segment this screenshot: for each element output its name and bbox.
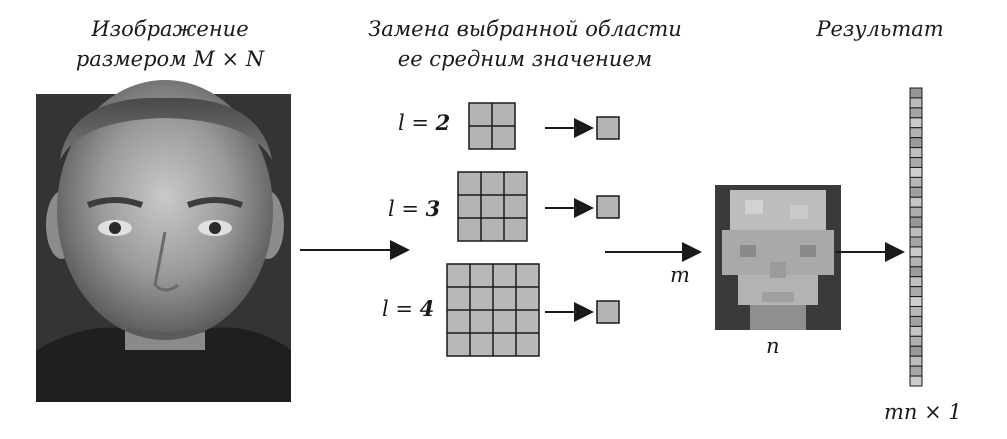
vector-cell	[909, 266, 923, 278]
block-label-l2-num: 2	[435, 110, 451, 135]
block-label-l4: l = 4	[382, 296, 434, 321]
block-grid-l2	[468, 102, 516, 150]
vector-cell	[909, 226, 923, 238]
result-caption: Результат	[816, 17, 944, 41]
block-label-l2-var: l =	[398, 111, 436, 135]
vector-cell	[909, 325, 923, 337]
block-label-l3-var: l =	[388, 197, 426, 221]
block-label-l2: l = 2	[398, 110, 450, 135]
vector-cell	[909, 186, 923, 198]
reduced-image	[715, 185, 841, 330]
vector-cell	[909, 97, 923, 109]
vector-cell	[909, 107, 923, 119]
height-label-n: n	[766, 334, 780, 358]
result-vector	[909, 87, 923, 387]
width-label-m: m	[670, 263, 690, 287]
vector-cell	[909, 246, 923, 258]
vector-cell	[909, 276, 923, 288]
average-cell-l3	[596, 195, 620, 219]
block-label-l4-num: 4	[419, 296, 435, 321]
vector-cell	[909, 137, 923, 149]
vector-cell	[909, 335, 923, 347]
input-caption-line-2: размером M × N	[75, 47, 265, 71]
input-caption-line-1: Изображение	[91, 17, 249, 41]
vector-cell	[909, 256, 923, 268]
process-caption-line-2: ее средним значением	[397, 47, 653, 71]
vector-cell	[909, 216, 923, 228]
vector-cell	[909, 157, 923, 168]
vector-cell	[909, 375, 923, 387]
vector-cell	[909, 176, 923, 188]
vector-cell	[909, 345, 923, 357]
vector-cell	[909, 365, 923, 377]
block-label-l4-var: l =	[382, 297, 420, 321]
input-image-caption: Изображение размером M × N	[60, 14, 280, 74]
block-label-l3-num: 3	[425, 196, 441, 221]
block-grid-l3	[457, 171, 528, 242]
vector-cell	[909, 286, 923, 298]
block-grid-l4	[446, 263, 540, 357]
vector-cell	[909, 147, 923, 159]
vector-cell	[909, 355, 923, 367]
input-face-image	[36, 80, 291, 402]
vector-cell	[909, 296, 923, 308]
vector-size-label: mn × 1	[884, 400, 962, 424]
process-caption: Замена выбранной области ее средним знач…	[345, 14, 705, 74]
vector-cell	[909, 127, 923, 139]
vector-cell	[909, 236, 923, 248]
vector-cell	[909, 196, 923, 208]
average-cell-l4	[596, 300, 620, 324]
vector-cell	[909, 206, 923, 218]
vector-cell	[909, 315, 923, 327]
vector-cell	[909, 166, 923, 178]
average-cell-l2	[596, 116, 620, 140]
vector-cell	[909, 87, 923, 99]
vector-cell	[909, 306, 923, 317]
block-label-l3: l = 3	[388, 196, 440, 221]
vector-cell	[909, 117, 923, 129]
process-caption-line-1: Замена выбранной области	[368, 17, 682, 41]
